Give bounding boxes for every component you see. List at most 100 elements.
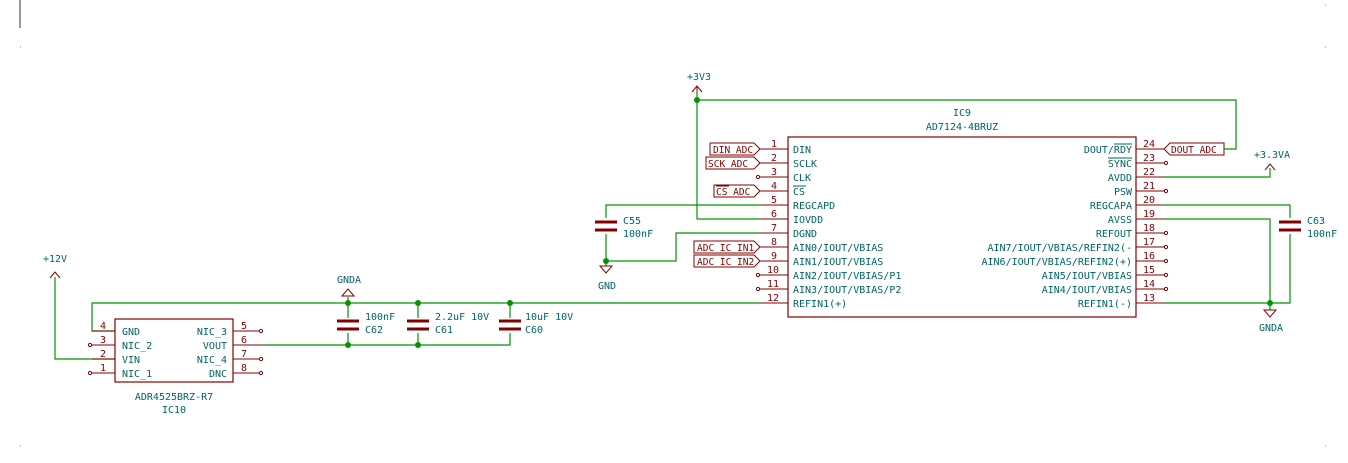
ic9-pin-name: REGCAPD [793,201,835,212]
svg-text:SCK_ADC: SCK_ADC [708,159,748,170]
ic10-pin-name: NIC_1 [122,369,152,380]
ic9-pin-num: 23 [1143,153,1155,164]
ic9-pin-name: CS [793,187,805,198]
ic9-pin-num: 16 [1143,251,1155,262]
svg-text:+3.3VA: +3.3VA [1254,150,1290,161]
wires [54,92,1291,360]
ic9-pin-name: DIN [793,145,811,156]
ic10-pin-num: 5 [241,321,247,332]
ic9-pin-name: AIN3/IOUT/VBIAS/P2 [793,285,901,296]
ic9-pin-num: 4 [771,181,777,192]
net-label-adc-in2[interactable]: ADC_IC_IN2 [693,254,761,268]
ic9-pin-name: AVDD [1108,173,1132,184]
ic9-symbol[interactable]: IC9 AD7124-4BRUZ 1 2 3 4 5 6 7 8 9 [755,108,1169,318]
ic10-pin-name: VOUT [203,341,227,352]
sheet-frame-marks [19,0,1326,447]
ic10-value: ADR4525BRZ-R7 [135,392,213,403]
ic10-pin-num: 2 [100,349,106,360]
svg-text:DIN_ADC: DIN_ADC [713,145,753,156]
ic9-pin-name: IOVDD [793,215,823,226]
net-label-sck[interactable]: SCK_ADC [705,156,761,170]
ic10-pin-num: 6 [241,335,247,346]
ic9-pin-name: SCLK [793,159,817,170]
power-12v[interactable]: +12V [43,254,67,279]
net-label-dout[interactable]: DOUT_ADC [1163,142,1225,156]
c55-ref: C55 [623,216,641,227]
ic10-pin-name: NIC_2 [122,341,152,352]
ic9-pin-name: AIN5/IOUT/VBIAS [1042,271,1132,282]
svg-text:GNDA: GNDA [1259,323,1283,334]
ic9-pin-name: AIN1/IOUT/VBIAS [793,257,883,268]
svg-text:ADC_IC_IN1: ADC_IC_IN1 [697,243,754,254]
junctions [345,97,1273,348]
ic9-pin-num: 14 [1143,279,1155,290]
ic9-pin-name: DOUT/RDY [1084,145,1132,156]
ic9-pin-name: REFIN1(+) [793,299,847,310]
net-label-din[interactable]: DIN_ADC [709,142,761,156]
ic9-pin-name: SYNC [1108,159,1132,170]
ic9-pin-num: 6 [771,209,777,220]
capacitor-c61[interactable]: 2.2uF 10V C61 [407,312,489,336]
svg-text:GNDA: GNDA [337,275,361,286]
ic9-pin-num: 15 [1143,265,1155,276]
ic9-ref: IC9 [953,108,971,119]
net-label-adc-in1[interactable]: ADC_IC_IN1 [693,240,761,254]
ic9-pin-name: PSW [1114,187,1133,198]
ic9-pin-name: REFOUT [1096,229,1132,240]
svg-text:DOUT_ADC: DOUT_ADC [1171,145,1217,156]
ic9-pin-num: 12 [767,293,779,304]
c61-value: 2.2uF 10V [435,312,489,323]
power-3v3a[interactable]: +3.3VA [1254,150,1290,171]
ic9-pin-num: 22 [1143,167,1155,178]
capacitor-c62[interactable]: 100nF C62 [337,312,395,336]
svg-text:CS_ADC: CS_ADC [716,187,750,198]
power-gnda-bottom[interactable]: GNDA [1259,309,1283,334]
ic10-symbol[interactable]: 4 3 2 1 GND NIC_2 VIN NIC_1 5 6 7 8 NIC_… [87,318,264,416]
c63-value: 100nF [1307,229,1337,240]
ic10-pin-num: 8 [241,363,247,374]
power-3v3[interactable]: +3V3 [687,72,711,93]
power-gnda-top[interactable]: GNDA [337,275,361,297]
ic9-pin-num: 10 [767,265,779,276]
ic10-body [114,318,234,383]
ic9-pin-name: AIN4/IOUT/VBIAS [1042,285,1132,296]
c61-ref: C61 [435,325,453,336]
ic9-pin-num: 2 [771,153,777,164]
ic9-pin-num: 5 [771,195,777,206]
ic10-pin-num: 3 [100,335,106,346]
c62-value: 100nF [365,312,395,323]
svg-text:GND: GND [598,281,616,292]
ic9-right-pins [1136,148,1169,304]
ic9-pin-name: AIN0/IOUT/VBIAS [793,243,883,254]
capacitor-c60[interactable]: 10uF 10V C60 [499,312,573,336]
ic9-pin-num: 13 [1143,293,1155,304]
c60-ref: C60 [525,325,543,336]
svg-text:+3V3: +3V3 [687,72,711,83]
net-label-cs[interactable]: CS_ADC [713,184,761,198]
ic10-pin-name: NIC_3 [197,327,227,338]
ic9-pin-name: REGCAPA [1090,201,1132,212]
capacitor-c55[interactable]: C55 100nF [595,216,653,240]
ic10-pin-name: NIC_4 [197,355,227,366]
ic10-pin-num: 4 [100,321,106,332]
ic9-value: AD7124-4BRUZ [926,122,998,133]
ic9-pin-num: 1 [771,139,777,150]
ic9-pin-name: REFIN1(-) [1078,299,1132,310]
c55-value: 100nF [623,229,653,240]
c63-ref: C63 [1307,216,1325,227]
ic9-pin-num: 7 [771,223,777,234]
svg-text:+12V: +12V [43,254,67,265]
ic10-ref: IC10 [162,405,186,416]
svg-text:ADC_IC_IN2: ADC_IC_IN2 [697,257,754,268]
ic10-pin-name: GND [122,327,140,338]
ic9-pin-num: 17 [1143,237,1155,248]
c60-value: 10uF 10V [525,312,573,323]
ic9-pin-name: AIN2/IOUT/VBIAS/P1 [793,271,901,282]
ic10-pin-name: VIN [122,355,140,366]
ic9-pin-name: CLK [793,173,811,184]
ic9-pin-num: 8 [771,237,777,248]
power-gnd[interactable]: GND [598,265,616,292]
ic9-pin-name: AIN6/IOUT/VBIAS/REFIN2(+) [981,257,1132,268]
capacitor-c63[interactable]: C63 100nF [1279,216,1337,240]
